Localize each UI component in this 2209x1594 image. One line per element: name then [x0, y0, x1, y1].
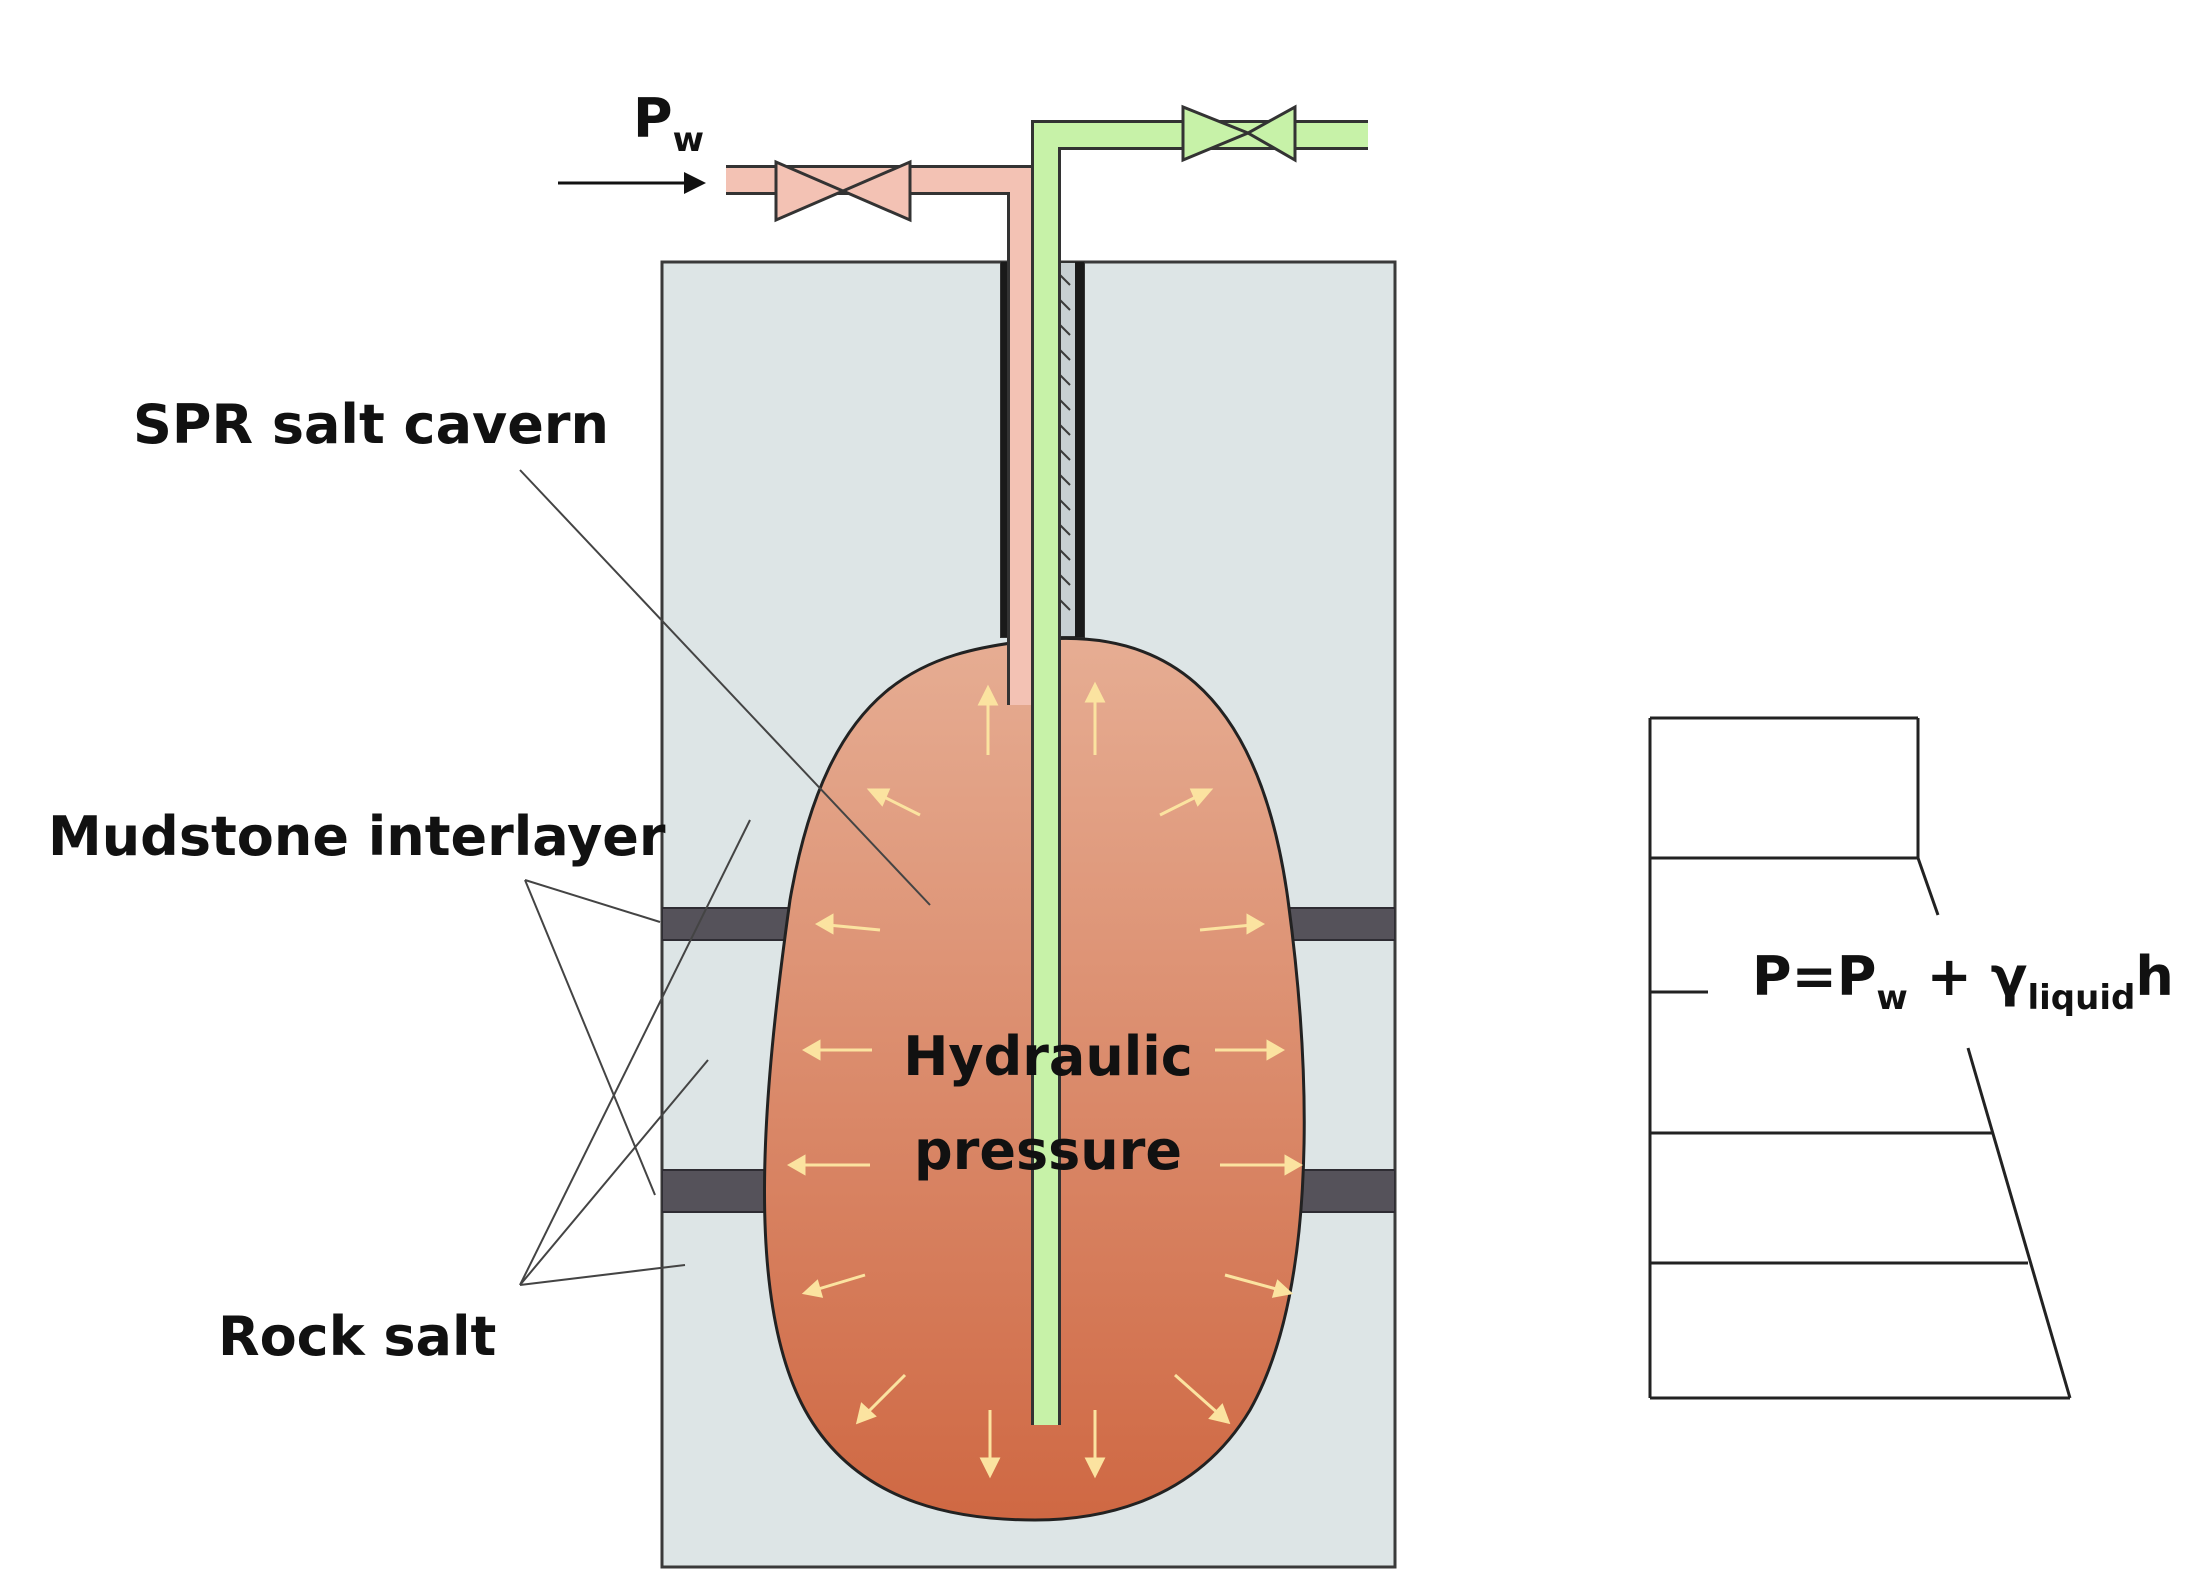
mudstone-interlayer-label: Mudstone interlayer — [48, 805, 666, 868]
rock-salt-label: Rock salt — [218, 1305, 497, 1368]
inflow-arrow-icon — [558, 172, 706, 194]
pressure-formula: P=Pw + γliquidh — [1752, 945, 2174, 1018]
pw-inflow-label: Pw — [633, 87, 704, 160]
spr-salt-cavern-label: SPR salt cavern — [133, 393, 609, 456]
hydraulic-pressure-label-line1: Hydraulic — [903, 1025, 1193, 1088]
hydraulic-pressure-label-line2: pressure — [914, 1119, 1182, 1182]
pressure-arrows — [786, 681, 1304, 1479]
injection-pipe — [726, 165, 1037, 705]
leader-lines — [519, 469, 931, 1286]
withdrawal-valve — [1181, 104, 1297, 163]
pressure-profile-schematic — [1648, 716, 2072, 1400]
casing-cement-hatching — [1059, 274, 1071, 611]
injection-valve — [774, 159, 912, 223]
